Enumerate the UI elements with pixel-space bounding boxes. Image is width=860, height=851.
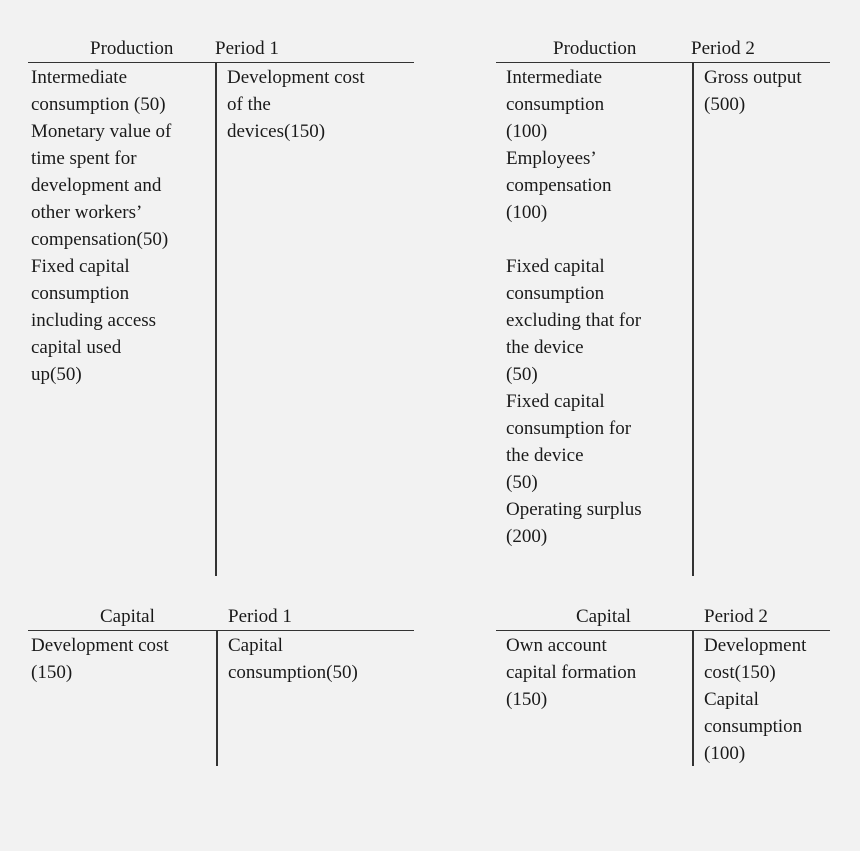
entry-line: devices(150) [227, 121, 326, 142]
entry-line: (50) [506, 364, 538, 385]
account-entry: Intermediate consumption (50) [31, 64, 211, 118]
account-name: Production [90, 38, 174, 59]
entry-line: Capital [228, 635, 283, 656]
entry-line: Intermediate [506, 67, 603, 88]
account-name: Capital [100, 606, 155, 627]
entry-line: consumption [506, 283, 605, 304]
debit-column: Development cost (150) [31, 632, 213, 686]
account-header: Capital Period 2 [496, 604, 830, 631]
account-header: Capital Period 1 [28, 604, 414, 631]
credit-column: Gross output (500) [704, 64, 830, 118]
account-entry: Intermediate consumption (100) [506, 64, 690, 145]
entry-line: Fixed capital [31, 256, 130, 277]
entry-line: (200) [506, 526, 548, 547]
entry-line: compensation [506, 175, 612, 196]
production-period-1-account: Production Period 1 Intermediate consumpt… [28, 36, 414, 576]
entry-line: capital used [31, 337, 122, 358]
debit-column: Intermediate consumption (100) Employees’ co… [506, 64, 690, 550]
credit-column: Development cost of the devices(150) [227, 64, 413, 145]
entry-line: the device [506, 445, 584, 466]
entry-line: Monetary value of [31, 121, 172, 142]
account-entry: Development cost (150) [31, 632, 213, 686]
entry-line: Capital [704, 689, 759, 710]
production-period-2-account: Production Period 2 Intermediate consumpt… [496, 36, 830, 576]
account-entry: Fixed capital consumption excluding that f… [506, 253, 690, 388]
entry-line: of the [227, 94, 271, 115]
entry-line: consumption [31, 283, 130, 304]
t-divider [216, 630, 218, 766]
entry-line: consumption [506, 94, 605, 115]
entry-line: (150) [31, 662, 73, 683]
account-entry: Employees’ compensation (100) [506, 145, 690, 226]
entry-line: compensation(50) [31, 229, 169, 250]
period-label: Period 1 [215, 38, 279, 59]
account-entry: Own account capital formation (150) [506, 632, 690, 713]
account-header: Production Period 1 [28, 36, 414, 63]
entry-line: capital formation [506, 662, 637, 683]
entry-line: Intermediate [31, 67, 128, 88]
entry-line: up(50) [31, 364, 82, 385]
entry-line: Fixed capital [506, 391, 605, 412]
account-header: Production Period 2 [496, 36, 830, 63]
account-entry: Operating surplus (200) [506, 496, 690, 550]
entry-line: consumption(50) [228, 662, 358, 683]
entry-line: excluding that for [506, 310, 642, 331]
entry-line: (100) [506, 121, 548, 142]
t-divider [692, 630, 694, 766]
t-divider [215, 62, 217, 576]
entry-line: (100) [704, 743, 746, 764]
account-name: Production [553, 38, 637, 59]
account-name: Capital [576, 606, 631, 627]
account-entry: Fixed capital consumption including access… [31, 253, 211, 388]
period-label: Period 2 [704, 606, 768, 627]
entry-line: Own account [506, 635, 607, 656]
capital-period-2-account: Capital Period 2 Own account capital form… [496, 604, 830, 766]
account-entry: Gross output (500) [704, 64, 830, 118]
entry-line: (500) [704, 94, 746, 115]
entry-line: Fixed capital [506, 256, 605, 277]
entry-line: the device [506, 337, 584, 358]
entry-line: Development cost [227, 67, 365, 88]
account-entry: Fixed capital consumption for the device (5… [506, 388, 690, 496]
account-entry: Development cost of the devices(150) [227, 64, 413, 145]
entry-line: (100) [506, 202, 548, 223]
entry-line: including access [31, 310, 157, 331]
entry-line: (150) [506, 689, 548, 710]
entry-line: consumption [704, 716, 803, 737]
entry-line: Employees’ [506, 148, 597, 169]
period-label: Period 1 [228, 606, 292, 627]
entry-line: Gross output [704, 67, 802, 88]
debit-column: Intermediate consumption (50) Monetary val… [31, 64, 211, 388]
entry-line: cost(150) [704, 662, 776, 683]
t-divider [692, 62, 694, 576]
account-entry: Monetary value of time spent for developme… [31, 118, 211, 253]
entry-line: Operating surplus [506, 499, 642, 520]
entry-line: development and [31, 175, 162, 196]
credit-column: Development cost(150) Capital consumption (1… [704, 632, 830, 767]
period-label: Period 2 [691, 38, 755, 59]
entry-line: time spent for [31, 148, 137, 169]
account-entry: Capital consumption (100) [704, 686, 830, 767]
credit-column: Capital consumption(50) [228, 632, 414, 686]
debit-column: Own account capital formation (150) [506, 632, 690, 713]
entry-line: Development cost [31, 635, 169, 656]
account-entry: Development cost(150) [704, 632, 830, 686]
entry-line: consumption (50) [31, 94, 166, 115]
entry-line: (50) [506, 472, 538, 493]
entry-line: other workers’ [31, 202, 143, 223]
capital-period-1-account: Capital Period 1 Development cost (150) C… [28, 604, 414, 766]
entry-line: Development [704, 635, 807, 656]
account-entry: Capital consumption(50) [228, 632, 414, 686]
entry-line: consumption for [506, 418, 632, 439]
